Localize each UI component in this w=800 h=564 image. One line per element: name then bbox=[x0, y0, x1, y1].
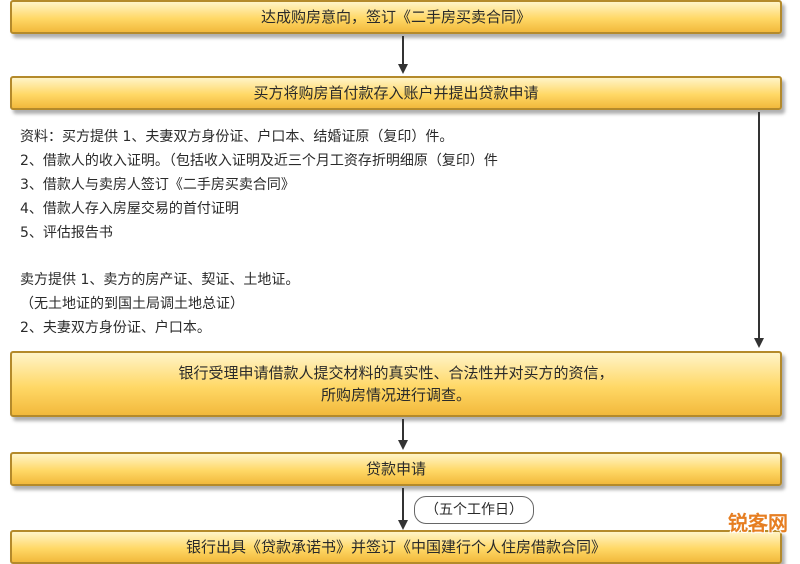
arrow-head-4-5 bbox=[398, 520, 408, 530]
step-5-label: 银行出具《贷款承诺书》并签订《中国建行个人住房借款合同》 bbox=[185, 538, 606, 556]
buyer-material-line: 4、借款人存入房屋交易的首付证明 bbox=[20, 201, 239, 217]
buyer-material-line: 资料：买方提供 1、夫妻双方身份证、户口本、结婚证原（复印）件。 bbox=[20, 129, 454, 145]
step-box-4: 贷款申请 bbox=[10, 452, 782, 486]
arrow-head-2-3 bbox=[754, 338, 764, 348]
seller-materials: 卖方提供 1、卖方的房产证、契证、土地证。 （无土地证的到国土局调土地总证） 2… bbox=[20, 268, 299, 340]
buyer-material-line: 5、评估报告书 bbox=[20, 225, 113, 241]
step-4-label: 贷款申请 bbox=[365, 460, 426, 478]
arrow-head-3-4 bbox=[398, 440, 408, 450]
connector-3-4 bbox=[402, 419, 404, 442]
step-box-5: 银行出具《贷款承诺书》并签订《中国建行个人住房借款合同》 bbox=[10, 530, 782, 564]
connector-2-3 bbox=[758, 112, 760, 340]
seller-material-line: 卖方提供 1、卖方的房产证、契证、土地证。 bbox=[20, 272, 300, 288]
step-3-label-line2: 所购房情况进行调查。 bbox=[320, 386, 471, 404]
buyer-material-line: 2、借款人的收入证明。（包括收入证明及近三个月工资存折明细原（复印）件 bbox=[20, 153, 498, 169]
seller-material-line: （无土地证的到国土局调土地总证） bbox=[20, 296, 244, 312]
site-watermark: 锐客网 bbox=[728, 511, 788, 535]
buyer-material-line: 3、借款人与卖房人签订《二手房买卖合同》 bbox=[20, 177, 295, 193]
step-box-2: 买方将购房首付款存入账户并提出贷款申请 bbox=[10, 76, 782, 110]
connector-1-2 bbox=[402, 36, 404, 66]
step-box-1: 达成购房意向，签订《二手房买卖合同》 bbox=[10, 0, 782, 34]
arrow-head-1-2 bbox=[398, 64, 408, 74]
step-2-label: 买方将购房首付款存入账户并提出贷款申请 bbox=[253, 84, 539, 102]
step-3-label-line1: 银行受理申请借款人提交材料的真实性、合法性并对买方的资信， bbox=[178, 364, 614, 382]
buyer-materials: 资料：买方提供 1、夫妻双方身份证、户口本、结婚证原（复印）件。 2、借款人的收… bbox=[20, 125, 498, 245]
step-1-label: 达成购房意向，签订《二手房买卖合同》 bbox=[260, 8, 531, 26]
connector-4-5 bbox=[402, 488, 404, 522]
seller-material-line: 2、夫妻双方身份证、户口本。 bbox=[20, 320, 211, 336]
duration-label: （五个工作日） bbox=[414, 496, 534, 524]
step-box-3: 银行受理申请借款人提交材料的真实性、合法性并对买方的资信， 所购房情况进行调查。 bbox=[10, 351, 782, 417]
